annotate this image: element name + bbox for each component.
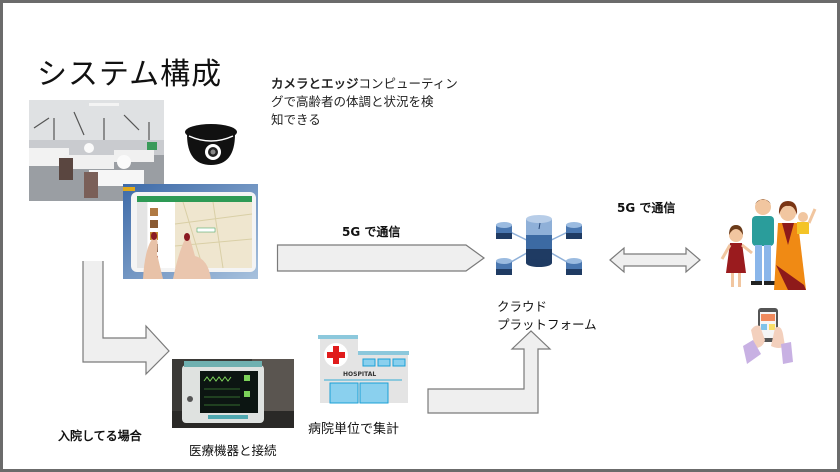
label-5g-top: 5G で通信 <box>342 225 401 239</box>
cloud-database-icon <box>489 211 589 286</box>
label-5g-right: 5G で通信 <box>617 201 676 215</box>
slide: システム構成 カメラとエッジコンピューティン グで高齢者の体調と状況を検 知でき… <box>3 3 837 469</box>
smartphone-hands-icon <box>741 306 801 366</box>
dome-camera-icon <box>183 120 243 170</box>
label-hospitalized: 入院してる場合 <box>58 429 142 443</box>
description-bold: カメラとエッジ <box>271 76 359 91</box>
label-cloud-line1: クラウド <box>497 299 548 314</box>
arrow-to-medical-device <box>82 261 170 376</box>
description-line1-rest: コンピューティン <box>358 76 458 91</box>
description-line3: 知できる <box>271 112 321 127</box>
label-medical-device: 医療機器と接続 <box>189 443 277 458</box>
arrow-to-cloud-from-hospital <box>427 330 552 414</box>
db-small-tl <box>496 222 512 239</box>
label-cloud-line2: プラットフォーム <box>497 317 597 332</box>
hospital-building-icon <box>316 333 411 405</box>
description-line2: グで高齢者の体調と状況を検 <box>271 94 434 109</box>
label-hospital-aggregate: 病院単位で集計 <box>308 422 400 437</box>
slide-title: システム構成 <box>37 57 223 92</box>
patient-monitor-photo <box>172 359 294 428</box>
tablet-map-photo <box>123 184 258 279</box>
hospital-ward-photo <box>29 100 164 201</box>
description-text: カメラとエッジコンピューティン グで高齢者の体調と状況を検 知できる <box>271 75 471 129</box>
arrow-to-cloud <box>276 244 486 272</box>
hospital-sign-text: HOSPITAL <box>343 371 377 378</box>
arrow-bidirectional <box>609 246 701 274</box>
family-illustration <box>718 195 823 297</box>
